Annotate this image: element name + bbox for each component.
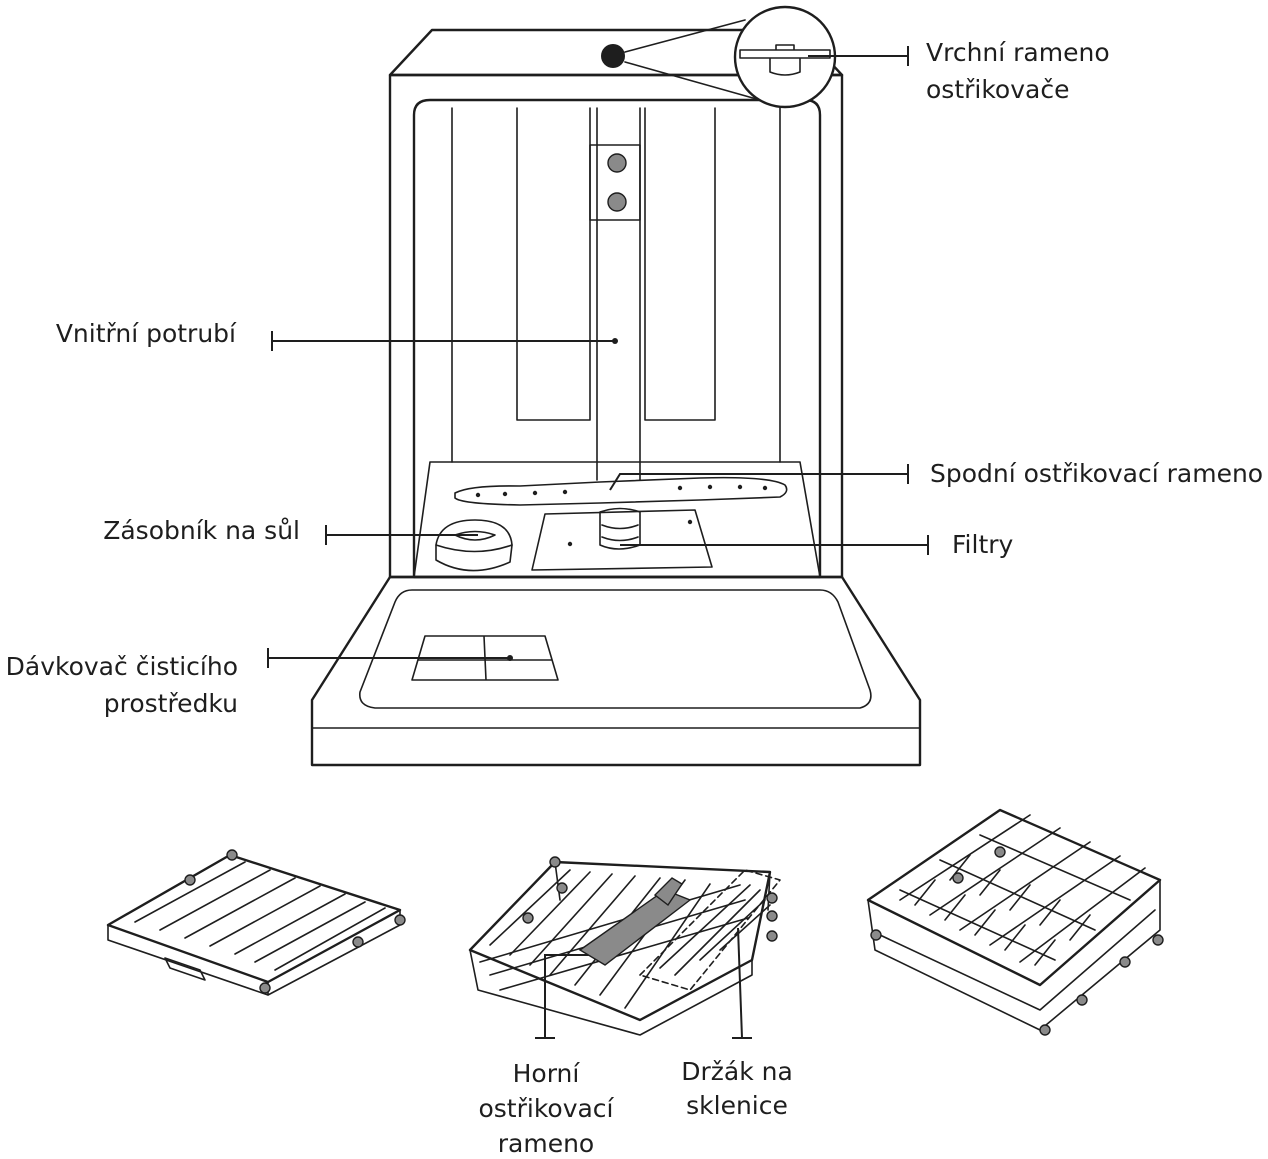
leader-salt-container	[325, 525, 478, 545]
pipe-connector-bottom	[607, 192, 627, 212]
label-salt-container: Zásobník na sůl	[103, 516, 300, 545]
label-upper-spray-arm-2: ostřikovače	[926, 75, 1069, 104]
magnified-spray-arm	[739, 44, 831, 76]
filter-plate-screw-1	[567, 541, 573, 547]
label-middle-spray-arm-3: rameno	[498, 1129, 594, 1158]
label-glass-holder-1: Držák na	[681, 1057, 793, 1086]
label-filters: Filtry	[952, 530, 1014, 559]
leader-inner-pipe	[271, 331, 615, 351]
salt-container-shape	[435, 519, 513, 572]
filter-plate	[531, 509, 713, 571]
pipe-connector-box	[589, 144, 641, 221]
spray-arm-holes	[475, 484, 768, 498]
dishwasher-illustration	[310, 28, 922, 767]
leader-filters	[620, 535, 929, 555]
filter-shape	[599, 507, 641, 550]
part-labels: Vrchní rameno ostřikovače Vnitřní potrub…	[6, 38, 1263, 1158]
label-inner-pipe: Vnitřní potrubí	[56, 319, 237, 348]
label-lower-spray-arm: Spodní ostřikovací rameno	[930, 459, 1263, 488]
leader-lower-spray-arm	[609, 464, 909, 491]
cutlery-tray-illustration	[106, 849, 406, 996]
back-wall-panel-left	[451, 107, 591, 463]
dishwasher-cabinet	[388, 73, 844, 579]
upper-basket-illustration	[468, 856, 781, 1036]
filter-plate-screw-2	[687, 519, 693, 525]
label-detergent-dispenser-1: Dávkovač čisticího	[6, 652, 238, 681]
label-upper-spray-arm-1: Vrchní rameno	[926, 38, 1110, 67]
pipe-connector-top	[607, 153, 627, 173]
tub-floor-edge	[413, 461, 821, 578]
dishwasher-door	[310, 575, 922, 767]
leader-glass-holder	[732, 927, 752, 1039]
back-wall-panel-right	[644, 107, 781, 463]
door-inner-panel	[358, 589, 872, 709]
leader-upper-spray-arm	[808, 46, 909, 66]
label-glass-holder-2: sklenice	[686, 1091, 788, 1120]
leader-lines	[267, 46, 929, 1039]
label-detergent-dispenser-2: prostředku	[104, 689, 238, 718]
leader-detergent-dispenser	[267, 648, 510, 668]
lower-spray-arm-shape	[454, 476, 788, 506]
label-middle-spray-arm-2: ostřikovací	[478, 1094, 614, 1123]
upper-spray-arm-marker	[601, 44, 625, 68]
lower-basket-illustration	[866, 808, 1164, 1036]
label-middle-spray-arm-1: Horní	[513, 1059, 581, 1088]
upper-spray-arm-callout	[601, 5, 837, 109]
